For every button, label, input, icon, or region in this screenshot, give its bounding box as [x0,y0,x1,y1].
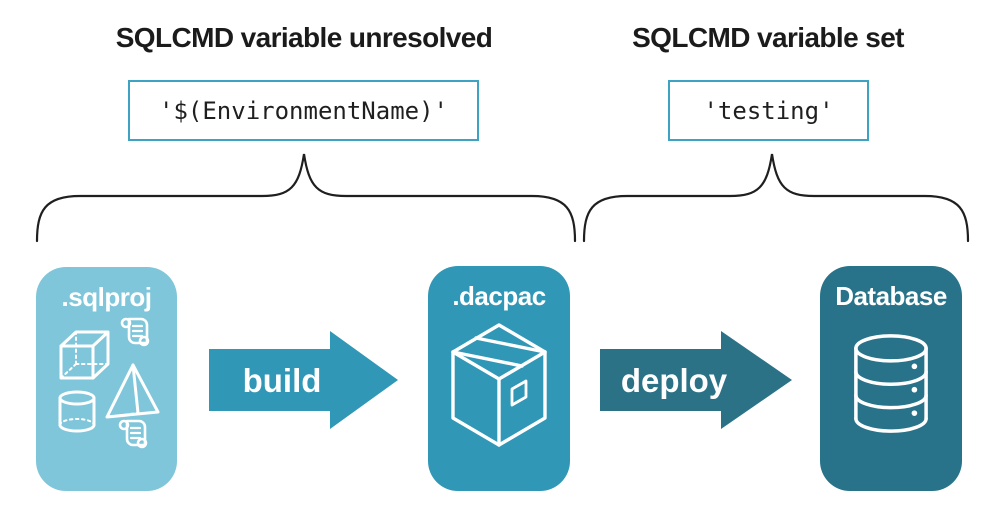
code-value-unresolved: '$(EnvironmentName)' [159,96,448,125]
stage-card-dacpac: .dacpac [428,266,570,491]
build-arrow: build [209,331,398,429]
build-arrow-label: build [243,362,322,399]
database-icon [854,334,928,433]
code-box-unresolved: '$(EnvironmentName)' [128,80,479,141]
scroll-icon [118,419,147,449]
code-value-set: 'testing' [703,96,834,125]
deploy-arrow-label: deploy [621,362,728,399]
curly-brace-right-icon [582,153,970,243]
stage-label-database: Database [835,281,947,311]
deploy-arrow: deploy [600,331,792,429]
group-title-set: SQLCMD variable set [632,22,904,53]
stage-label-sqlproj: .sqlproj [61,282,152,312]
cylinder-icon [58,390,95,433]
package-icon [451,323,547,447]
cube-icon [59,330,109,380]
group-title-unresolved: SQLCMD variable unresolved [115,22,493,53]
code-box-set: 'testing' [668,80,869,141]
stage-card-database: Database [820,266,962,491]
stage-label-dacpac: .dacpac [452,281,546,311]
pyramid-icon [105,363,159,419]
build-arrow-shape [209,331,398,429]
stage-card-sqlproj: .sqlproj [36,267,177,491]
deploy-arrow-shape [600,331,792,429]
sql-objects-icon [58,317,159,449]
scroll-icon [120,317,149,347]
curly-brace-left-icon [35,153,577,243]
